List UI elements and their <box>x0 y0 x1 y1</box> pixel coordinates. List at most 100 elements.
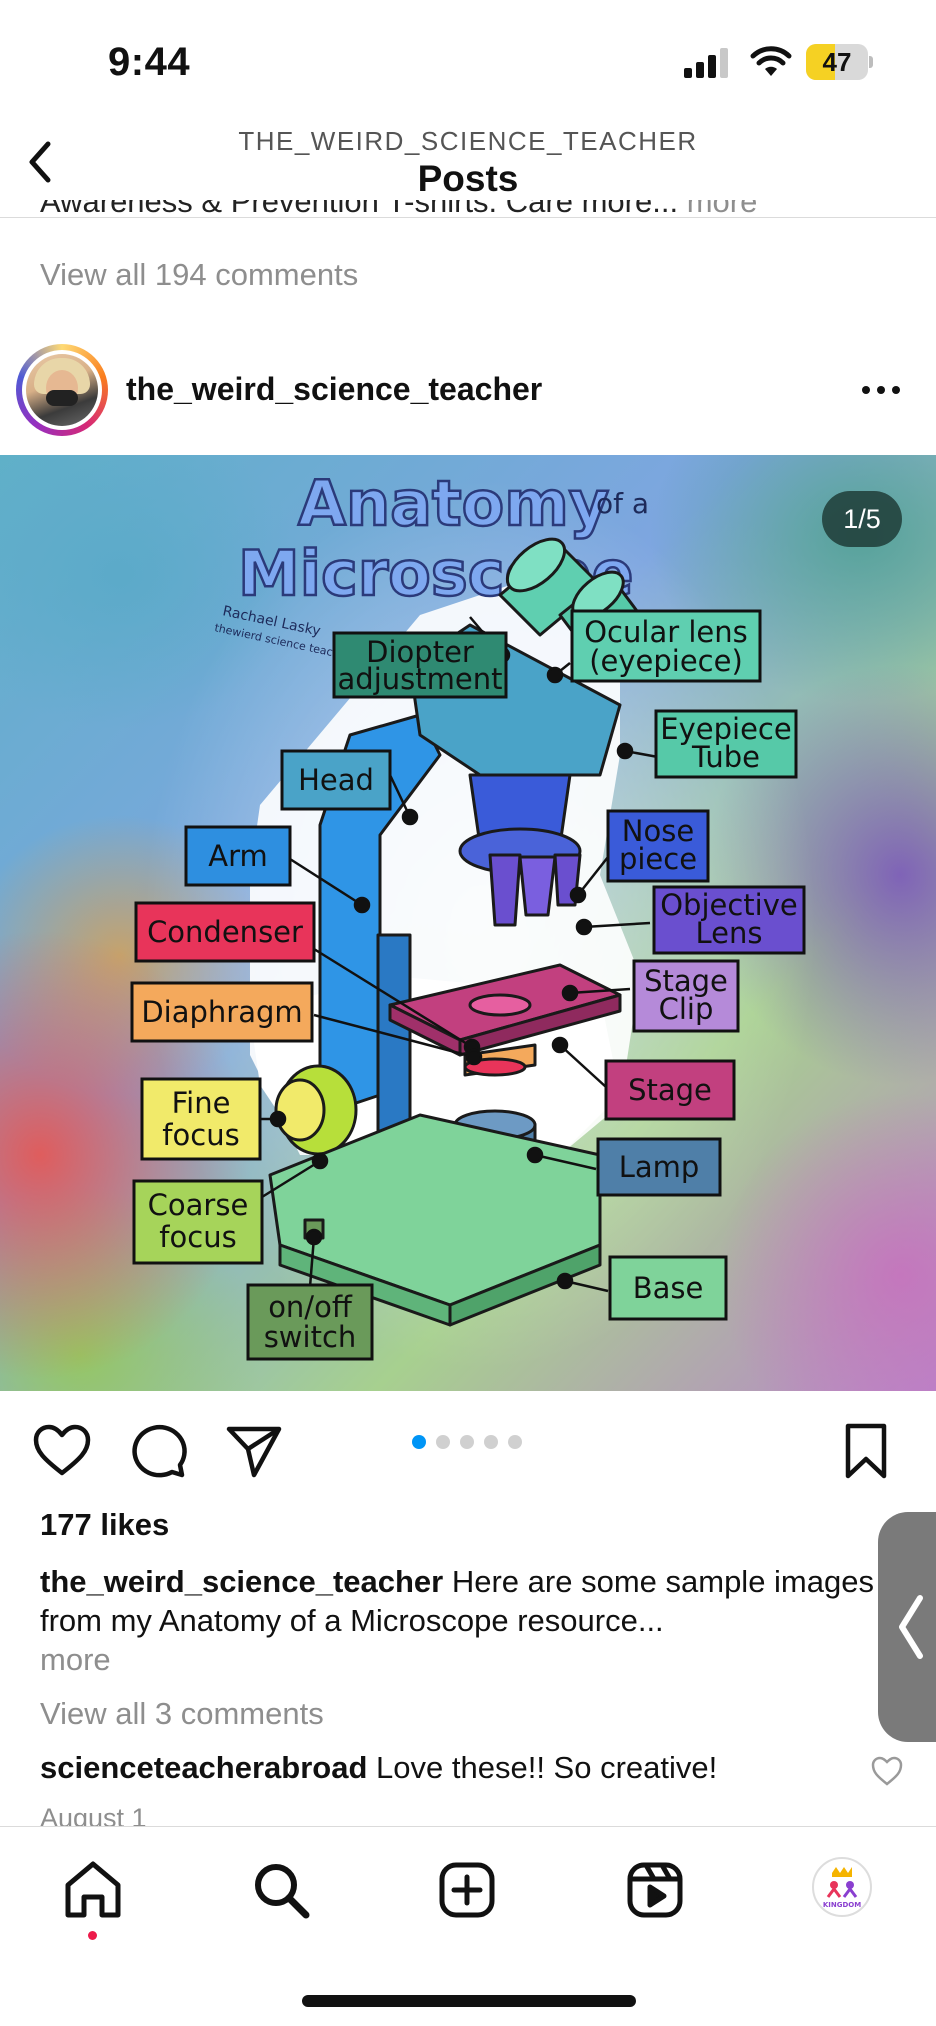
carousel-dot <box>484 1435 498 1449</box>
svg-text:focus: focus <box>159 1220 236 1254</box>
post-image[interactable]: Anatomy of a Microscope Rachael Lasky th… <box>0 455 936 1391</box>
label-on-off-switch: on/off switch <box>246 1283 374 1361</box>
label-stage: Stage <box>604 1059 736 1121</box>
svg-text:Lens: Lens <box>696 916 763 950</box>
svg-text:Condenser: Condenser <box>147 915 303 949</box>
svg-text:Tube: Tube <box>691 740 760 774</box>
label-head: Head <box>280 749 392 811</box>
heart-icon <box>871 1756 903 1786</box>
posts-header: THE_WEIRD_SCIENCE_TEACHER Posts <box>0 120 936 218</box>
back-button[interactable] <box>14 134 70 190</box>
paper-plane-icon <box>226 1426 282 1478</box>
carousel-dot <box>436 1435 450 1449</box>
svg-text:KINGDOM: KINGDOM <box>823 1901 861 1909</box>
svg-text:Lamp: Lamp <box>619 1150 700 1184</box>
svg-text:(eyepiece): (eyepiece) <box>589 644 743 678</box>
comment-preview: scienceteacherabroad Love these!! So cre… <box>40 1750 860 1786</box>
reels-icon <box>627 1862 683 1918</box>
comment-like-button[interactable] <box>870 1754 904 1788</box>
svg-text:Eyepiece: Eyepiece <box>660 712 791 746</box>
post-date-text: August 1 <box>40 1803 147 1826</box>
nav-home-button[interactable] <box>62 1859 124 1921</box>
caption-more-link[interactable]: more <box>40 1642 111 1677</box>
comment-button[interactable] <box>128 1421 188 1481</box>
more-dots-icon <box>862 386 900 394</box>
carousel-dot <box>412 1435 426 1449</box>
more-options-button[interactable] <box>856 372 906 408</box>
view-comments-link[interactable]: View all 3 comments <box>40 1696 324 1731</box>
search-icon <box>255 1864 310 1919</box>
svg-text:Diopter: Diopter <box>366 635 474 669</box>
label-fine-focus: Fine focus <box>140 1077 262 1161</box>
label-ocular-lens: Ocular lens (eyepiece) <box>570 609 762 683</box>
label-arm: Arm <box>184 825 292 887</box>
create-icon <box>439 1862 495 1918</box>
svg-text:Coarse: Coarse <box>148 1188 249 1222</box>
microscope-illustration <box>268 537 642 1327</box>
label-eyepiece-tube: Eyepiece Tube <box>654 709 798 779</box>
leader-lines <box>260 616 659 1293</box>
post-action-bar <box>0 1391 936 1501</box>
label-coarse-focus: Coarse focus <box>132 1179 264 1265</box>
bottom-navigation: KINGDOM <box>0 1826 936 2026</box>
carousel-indicator <box>412 1435 532 1451</box>
label-condenser: Condenser <box>134 901 316 963</box>
svg-text:Fine: Fine <box>172 1086 231 1120</box>
svg-text:Ocular lens: Ocular lens <box>584 615 748 649</box>
previous-caption-more-link[interactable]: more <box>686 200 758 219</box>
image-counter-badge: 1/5 <box>822 491 902 547</box>
microscope-diagram: Anatomy of a Microscope Rachael Lasky th… <box>130 466 806 1361</box>
post-date: August 1 <box>40 1800 440 1826</box>
svg-text:Head: Head <box>298 763 374 797</box>
svg-text:Nose: Nose <box>622 814 694 848</box>
nav-profile-avatar[interactable]: KINGDOM <box>812 1857 872 1917</box>
svg-text:Base: Base <box>633 1271 704 1305</box>
svg-text:Diaphragm: Diaphragm <box>141 995 302 1029</box>
avatar[interactable] <box>22 350 102 430</box>
caption-username[interactable]: the_weird_science_teacher <box>40 1564 444 1599</box>
profile-logo: KINGDOM <box>823 1867 861 1909</box>
svg-text:adjustment: adjustment <box>338 662 503 696</box>
cellular-signal-icon <box>684 48 728 78</box>
label-nosepiece: Nose piece <box>606 809 710 883</box>
previous-post-caption: Awareness & Prevention T-shirts. Care mo… <box>40 200 900 234</box>
story-ring[interactable] <box>16 344 108 436</box>
bookmark-icon <box>845 1423 887 1479</box>
side-swipe-tab[interactable] <box>878 1512 936 1742</box>
avatar-photo <box>26 354 98 426</box>
comment-username[interactable]: scienceteacherabroad <box>40 1750 368 1785</box>
like-button[interactable] <box>32 1421 92 1481</box>
share-button[interactable] <box>224 1421 284 1481</box>
label-diaphragm: Diaphragm <box>130 981 314 1043</box>
previous-caption-text: Awareness & Prevention T-shirts. Care mo… <box>40 200 679 219</box>
svg-text:focus: focus <box>162 1118 239 1152</box>
battery-percent: 47 <box>822 47 852 77</box>
svg-text:Arm: Arm <box>208 839 268 873</box>
carousel-dot <box>508 1435 522 1449</box>
label-objective-lens: Objective Lens <box>652 885 806 955</box>
svg-text:Stage: Stage <box>628 1073 712 1107</box>
svg-text:piece: piece <box>619 842 697 876</box>
heart-icon <box>33 1424 91 1476</box>
status-time: 9:44 <box>108 40 191 84</box>
diagram-title-of-a: of a <box>596 487 649 520</box>
previous-view-comments-link[interactable]: View all 194 comments <box>40 257 359 292</box>
battery-indicator: 47 <box>806 44 873 80</box>
post-caption: the_weird_science_teacher Here are some … <box>40 1562 880 1679</box>
comment-bubble-icon <box>132 1424 187 1478</box>
battery-body: 47 <box>806 44 868 80</box>
save-button[interactable] <box>836 1421 896 1481</box>
caption-text: Here are some sample images from my Anat… <box>40 1564 874 1638</box>
post-username[interactable]: the_weird_science_teacher <box>126 371 543 407</box>
svg-text:switch: switch <box>264 1320 357 1354</box>
header-username[interactable]: THE_WEIRD_SCIENCE_TEACHER <box>238 126 698 156</box>
page-title: Posts <box>417 158 519 199</box>
nav-reels-button[interactable] <box>624 1859 686 1921</box>
chevron-left-icon <box>899 1595 923 1659</box>
likes-count[interactable]: 177 likes <box>40 1507 170 1542</box>
battery-fill <box>806 44 836 80</box>
chevron-left-icon <box>29 141 51 183</box>
nav-create-button[interactable] <box>436 1859 498 1921</box>
nav-search-button[interactable] <box>250 1859 312 1921</box>
home-indicator-bar <box>302 1995 636 2007</box>
